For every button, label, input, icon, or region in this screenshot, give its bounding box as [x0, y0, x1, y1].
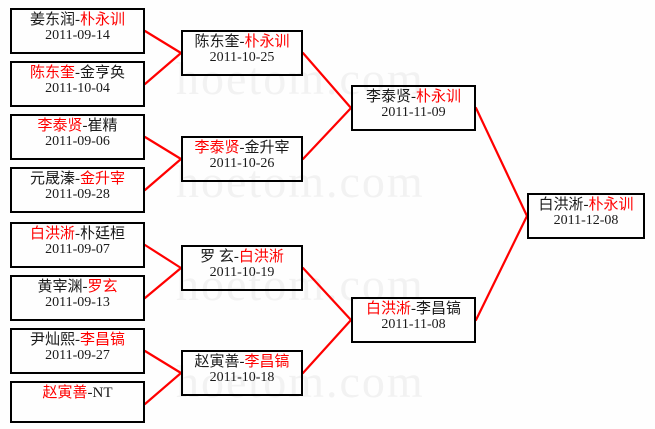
player-loser: 罗 玄: [200, 249, 234, 265]
player-winner: 朴永训: [588, 197, 634, 213]
match-box[interactable]: 陈东奎-朴永训 2011-10-25: [181, 30, 303, 76]
player-winner: 白洪淅: [365, 301, 411, 317]
connector-line: [301, 266, 353, 322]
connector-line: [301, 51, 353, 110]
player-winner: 罗玄: [87, 279, 118, 295]
match-players: 元晟溱-金升宰: [29, 171, 126, 187]
match-players: 李泰贤-金升宰: [194, 140, 290, 156]
match-box[interactable]: 黄宰渊-罗玄 2011-09-13: [10, 275, 145, 321]
match-players: 李泰贤-崔精: [37, 118, 118, 134]
connector-line: [474, 214, 529, 322]
match-box[interactable]: 姜东润-朴永训 2011-09-14: [10, 8, 145, 54]
player-loser: 黄宰渊: [37, 279, 83, 295]
player-winner: 白洪淅: [238, 249, 284, 265]
connector-line: [143, 266, 183, 300]
match-players: 赵寅善-NT: [42, 385, 113, 401]
player-winner: 李泰贤: [37, 118, 83, 134]
player-winner: 朴永训: [80, 12, 126, 28]
player-loser: 朴廷桓: [80, 226, 126, 242]
connector-line: [143, 371, 183, 406]
match-box-final[interactable]: 白洪淅-朴永训 2011-12-08: [527, 193, 645, 239]
match-players: 陈东奎-金亨奂: [29, 65, 126, 81]
match-date: 2011-09-06: [45, 134, 110, 150]
match-date: 2011-10-19: [209, 265, 275, 281]
match-box[interactable]: 白洪淅-朴廷桓 2011-09-07: [10, 222, 145, 268]
match-date: 2011-11-08: [381, 317, 446, 333]
match-box[interactable]: 白洪淅-李昌镐 2011-11-08: [351, 297, 476, 343]
player-loser: 姜东润: [29, 12, 75, 28]
match-date: 2011-10-04: [45, 81, 110, 97]
player-loser: 尹灿熙: [29, 332, 75, 348]
match-date: 2011-10-18: [209, 370, 275, 386]
match-box[interactable]: 赵寅善-李昌镐 2011-10-18: [181, 350, 303, 396]
match-players: 陈东奎-朴永训: [194, 34, 290, 50]
match-players: 黄宰渊-罗玄: [37, 279, 118, 295]
match-box[interactable]: 赵寅善-NT: [10, 381, 145, 423]
match-players: 姜东润-朴永训: [29, 12, 126, 28]
match-date: 2011-10-25: [209, 50, 275, 66]
match-date: 2011-09-07: [45, 242, 110, 258]
player-loser: 李昌镐: [416, 301, 462, 317]
match-players: 白洪淅-李昌镐: [365, 301, 462, 317]
match-box[interactable]: 李泰贤-崔精 2011-09-06: [10, 114, 145, 160]
player-winner: 金升宰: [80, 171, 126, 187]
match-box[interactable]: 罗 玄-白洪淅 2011-10-19: [181, 245, 303, 291]
match-box[interactable]: 尹灿熙-李昌镐 2011-09-27: [10, 328, 145, 374]
connector-line: [301, 106, 353, 161]
match-players: 白洪淅-朴永训: [538, 197, 634, 213]
player-loser: 金亨奂: [80, 65, 126, 81]
match-date: 2011-09-14: [45, 28, 110, 44]
connector-line: [143, 157, 183, 192]
match-date: 2011-09-27: [45, 348, 110, 364]
player-winner: 李昌镐: [80, 332, 126, 348]
match-players: 罗 玄-白洪淅: [200, 249, 284, 265]
match-players: 李泰贤-朴永训: [365, 89, 462, 105]
match-players: 白洪淅-朴廷桓: [29, 226, 126, 242]
player-loser: 赵寅善: [194, 354, 240, 370]
match-players: 尹灿熙-李昌镐: [29, 332, 126, 348]
player-loser: 陈东奎: [194, 34, 240, 50]
match-date: 2011-12-08: [553, 213, 619, 229]
player-winner: 陈东奎: [29, 65, 75, 81]
match-date: 2011-11-09: [381, 105, 446, 121]
player-winner: 白洪淅: [29, 226, 75, 242]
match-date: 2011-10-26: [209, 156, 275, 172]
player-placeholder: NT: [92, 385, 113, 401]
player-winner: 赵寅善: [42, 385, 88, 401]
match-players: 赵寅善-李昌镐: [194, 354, 290, 370]
match-date: 2011-09-13: [45, 295, 110, 311]
match-date: 2011-09-28: [45, 187, 110, 203]
player-winner: 朴永训: [416, 89, 462, 105]
player-loser: 李泰贤: [365, 89, 411, 105]
match-box[interactable]: 李泰贤-金升宰 2011-10-26: [181, 136, 303, 182]
connector-line: [301, 318, 353, 375]
player-winner: 朴永训: [244, 34, 290, 50]
connector-line: [143, 51, 183, 86]
player-winner: 李泰贤: [194, 140, 240, 156]
connector-line: [143, 135, 183, 161]
connector-line: [474, 106, 529, 218]
match-box[interactable]: 陈东奎-金亨奂 2011-10-04: [10, 61, 145, 107]
match-box[interactable]: 元晟溱-金升宰 2011-09-28: [10, 167, 145, 213]
player-loser: 金升宰: [244, 140, 290, 156]
connector-line: [143, 29, 183, 55]
player-loser: 元晟溱: [29, 171, 75, 187]
connector-line: [143, 349, 183, 375]
match-box[interactable]: 李泰贤-朴永训 2011-11-09: [351, 85, 476, 131]
player-loser: 崔精: [87, 118, 118, 134]
player-loser: 白洪淅: [538, 197, 584, 213]
player-winner: 李昌镐: [244, 354, 290, 370]
connector-line: [143, 243, 183, 270]
